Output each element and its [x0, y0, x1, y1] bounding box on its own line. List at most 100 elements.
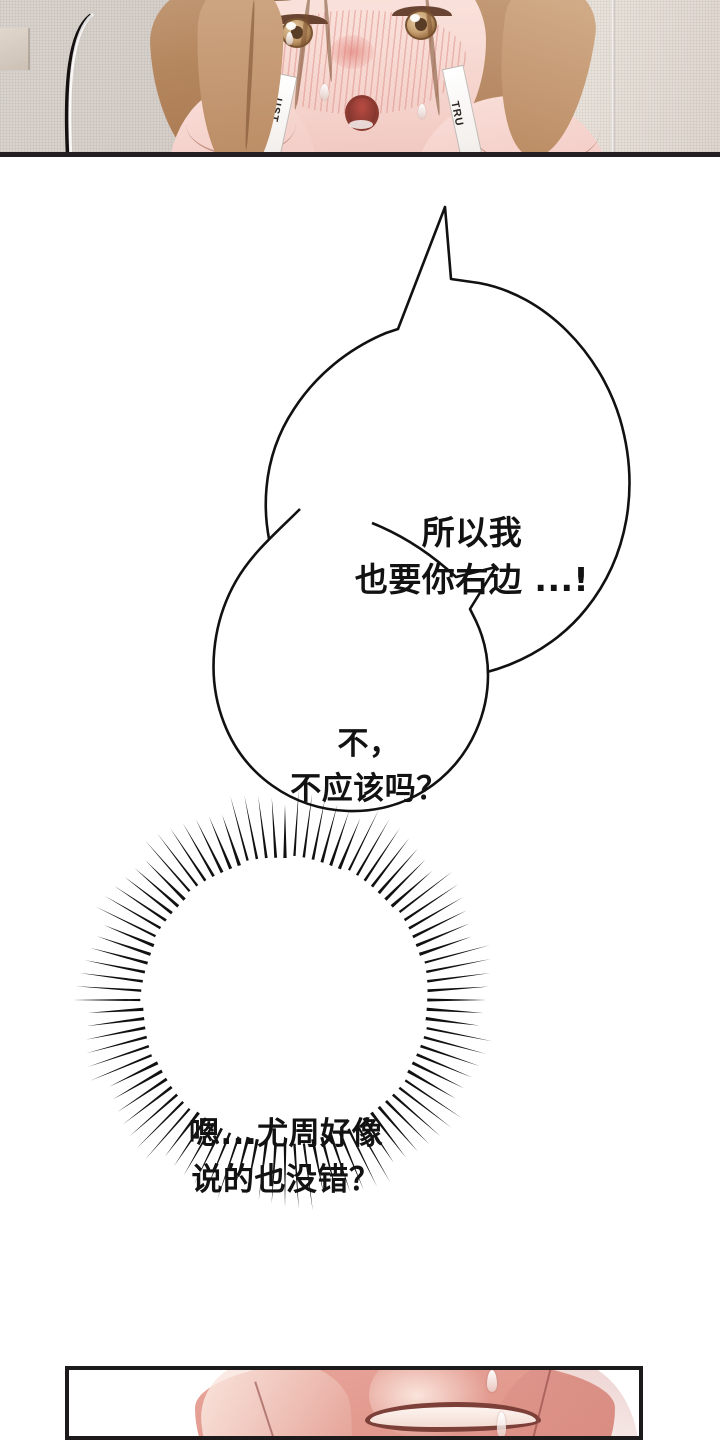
burst-ray — [258, 796, 268, 859]
burst-ray — [234, 1135, 251, 1190]
burst-ray — [329, 1134, 351, 1193]
burst-ray — [329, 810, 350, 867]
burst-ray — [389, 870, 433, 909]
burst-ray — [426, 1026, 493, 1042]
burst-ray — [144, 1108, 191, 1160]
sweat-drop — [487, 1370, 497, 1392]
burst-ray — [86, 1035, 148, 1054]
burst-ray — [221, 814, 242, 868]
burst-ray — [157, 833, 199, 887]
burst-ray — [398, 1086, 452, 1128]
bubble-2-text: 不， 不应该吗？ — [290, 726, 448, 807]
burst-ray — [79, 972, 143, 983]
burst-ray — [426, 1007, 484, 1014]
burst-ray — [355, 818, 390, 876]
burst-ray — [370, 837, 410, 888]
burst-ray — [86, 1016, 145, 1027]
burst-ray — [404, 1079, 462, 1119]
sweat-drop — [320, 84, 329, 100]
speech-bubble-layer: 所以我 也要你右边 ...! 不， 不应该吗？ 嗯...尤周好像 说的也没错？ — [0, 157, 720, 1337]
burst-ray — [403, 884, 459, 922]
burst-ray — [416, 1053, 473, 1078]
burst-ray — [103, 924, 156, 948]
burst-ray — [406, 1069, 456, 1099]
burst-ray — [427, 998, 487, 1002]
burst-ray — [361, 1116, 394, 1163]
burst-ray — [271, 1142, 278, 1204]
burst-ray — [134, 868, 180, 908]
burst-ray — [426, 959, 491, 974]
bubble-3-body — [143, 858, 427, 1142]
burst-ray — [208, 816, 233, 870]
burst-ray — [90, 947, 149, 965]
burst-ray — [418, 936, 472, 957]
burst-ray — [89, 1054, 153, 1081]
burst-ray — [230, 795, 249, 861]
mouth-highlight — [349, 120, 373, 129]
sweat-drop — [418, 104, 426, 119]
burst-ray — [347, 1128, 378, 1187]
burst-ray — [271, 797, 278, 858]
burst-ray — [337, 817, 361, 871]
burst-ray — [205, 1132, 232, 1193]
burst-ray — [96, 936, 152, 957]
burst-ray — [415, 923, 470, 948]
burst-ray — [311, 798, 326, 860]
lips — [365, 1402, 541, 1432]
burst-ray — [195, 819, 224, 874]
burst-ray — [72, 998, 141, 1002]
burst-ray — [194, 1127, 223, 1185]
burst-ray — [117, 1077, 168, 1112]
burst-ray — [258, 1140, 268, 1200]
burst-ray — [85, 1026, 146, 1040]
burst-ray — [113, 885, 167, 922]
eye-highlight — [410, 14, 420, 22]
burst-ray — [84, 960, 146, 974]
burst-ray — [424, 1016, 480, 1026]
nose-blush — [330, 35, 374, 69]
bottom-panel — [65, 1366, 643, 1440]
burst-ray — [246, 1138, 259, 1195]
burst-ray — [217, 1136, 240, 1201]
burst-ray — [122, 1085, 173, 1125]
burst-ray — [169, 827, 207, 882]
bubble-tail-curve-icon — [64, 13, 94, 152]
burst-ray — [136, 1101, 184, 1149]
bubble-shapes — [72, 205, 631, 1211]
burst-ray — [391, 1093, 441, 1137]
burst-ray — [338, 1131, 364, 1191]
bubble-2-shape — [212, 508, 498, 813]
burst-ray — [412, 910, 467, 939]
burst-ray — [356, 1124, 391, 1183]
burst-ray — [377, 848, 418, 895]
sweat-drop — [286, 32, 293, 45]
pupil — [291, 26, 303, 39]
burst-ray — [182, 823, 215, 878]
burst-ray — [244, 795, 259, 860]
bubble-3-rays — [72, 789, 493, 1211]
burst-ray — [408, 897, 464, 930]
wall-seam — [612, 0, 615, 152]
burst-ray — [302, 1143, 313, 1211]
burst-ray — [144, 840, 191, 892]
pupil — [415, 18, 427, 31]
burst-ray — [347, 809, 380, 871]
burst-ray — [424, 944, 491, 964]
burst-ray — [377, 1105, 418, 1152]
burst-ray — [320, 1136, 337, 1194]
burst-ray — [310, 1138, 324, 1194]
burst-ray — [129, 1093, 179, 1137]
burst-ray — [427, 972, 491, 983]
burst-ray — [95, 906, 157, 938]
eye-highlight — [286, 22, 296, 30]
burst-ray — [302, 793, 313, 858]
burst-ray — [112, 1069, 164, 1100]
bubble-3-text: 嗯...尤周好像 说的也没错？ — [188, 1116, 384, 1198]
burst-ray — [88, 1007, 145, 1013]
burst-ray — [173, 1117, 208, 1167]
burst-ray — [104, 895, 162, 930]
top-panel: UST TRU — [0, 0, 720, 157]
burst-ray — [423, 1035, 487, 1054]
burst-ray — [145, 860, 187, 902]
